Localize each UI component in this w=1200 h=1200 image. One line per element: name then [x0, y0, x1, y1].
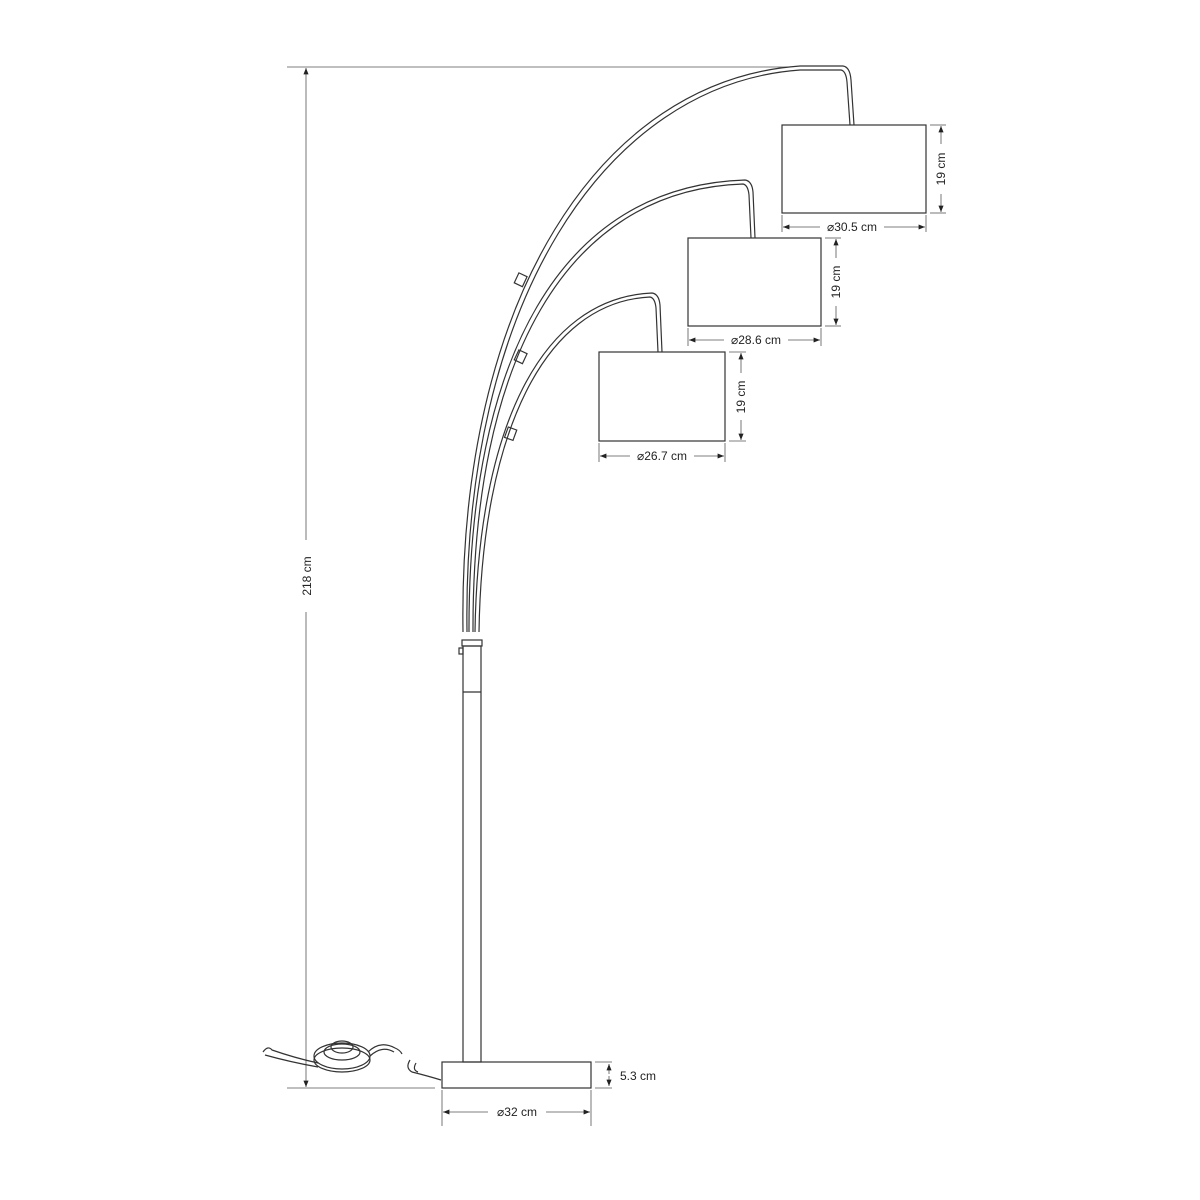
- lamp-base: 5.3 cm ⌀32 cm: [441, 1061, 656, 1126]
- total-height-dimension: 218 cm: [287, 66, 790, 1089]
- base-height-label: 5.3 cm: [620, 1069, 656, 1083]
- shade-top-diameter-label: ⌀30.5 cm: [827, 220, 877, 234]
- shade-middle-diameter-label: ⌀28.6 cm: [731, 333, 781, 347]
- foot-switch: [262, 1040, 442, 1081]
- arm-joint: [513, 272, 528, 288]
- shade-top-height-label: 19 cm: [934, 153, 948, 186]
- base-diameter-label: ⌀32 cm: [497, 1105, 537, 1119]
- arm-joint: [513, 349, 528, 365]
- shade-top: 19 cm ⌀30.5 cm: [781, 124, 948, 234]
- total-height-label: 218 cm: [300, 556, 314, 595]
- shade-middle: 19 cm ⌀28.6 cm: [687, 237, 843, 347]
- shade-bottom: 19 cm ⌀26.7 cm: [598, 351, 748, 463]
- shade-bottom-diameter-label: ⌀26.7 cm: [637, 449, 687, 463]
- arm-joint: [503, 426, 518, 442]
- lamp-pole: [458, 639, 483, 1063]
- lamp-arms: [462, 65, 855, 633]
- shade-middle-height-label: 19 cm: [829, 266, 843, 299]
- shade-bottom-height-label: 19 cm: [734, 381, 748, 414]
